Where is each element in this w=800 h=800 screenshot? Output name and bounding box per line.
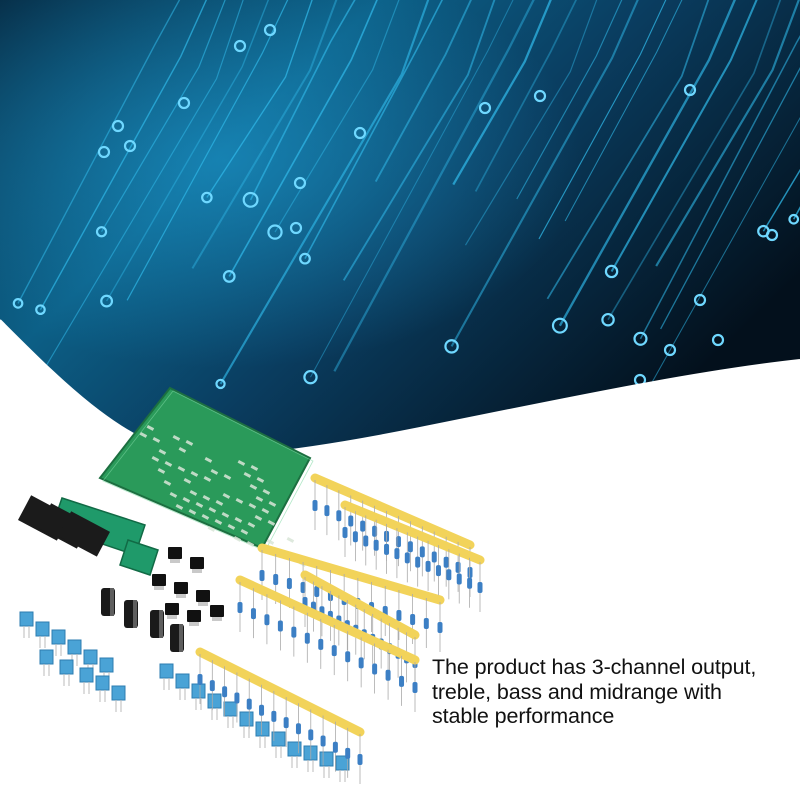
product-caption: The product has 3-channel output, treble…: [432, 655, 798, 729]
pcb-board: [98, 386, 314, 567]
ic-chips: [152, 547, 224, 626]
circuit-banner-image: [0, 0, 800, 458]
caption-line-1: The product has 3-channel output,: [432, 655, 757, 679]
electrolytic-capacitors: [101, 588, 184, 652]
circuit-nodes: [12, 23, 800, 393]
ic-sockets: [18, 495, 110, 557]
caption-line-2: treble, bass and midrange with: [432, 679, 722, 704]
product-kit-image: [18, 386, 485, 784]
resistor-strips: [195, 473, 485, 784]
circuit-traces: [17, 0, 800, 392]
film-capacitors: [19, 611, 350, 782]
caption-line-3: stable performance: [432, 704, 615, 728]
